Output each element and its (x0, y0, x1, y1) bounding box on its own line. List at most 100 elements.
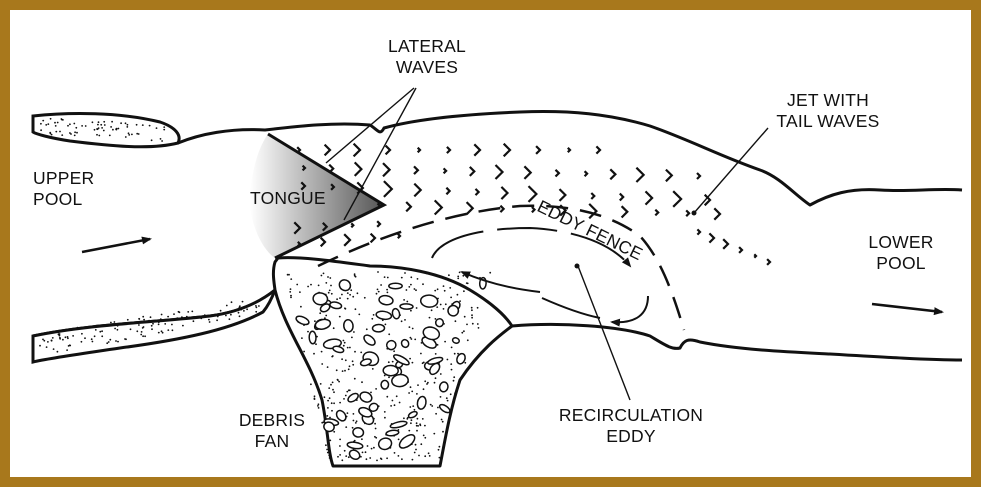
stipple-dot (414, 409, 416, 411)
stipple-dot (226, 305, 228, 307)
stipple-dot (330, 459, 332, 461)
wave-chevron (384, 181, 392, 197)
stipple-dot (384, 411, 386, 413)
stipple-dot (457, 294, 459, 296)
lower-pool-flow-arrow (872, 304, 942, 312)
stipple-dot (356, 420, 358, 422)
stipple-dot (462, 275, 464, 277)
stipple-dot (58, 333, 60, 335)
stipple-dot (423, 435, 425, 437)
stipple-dot (339, 445, 341, 447)
stipple-dot (417, 384, 419, 386)
stipple-dot (339, 439, 341, 441)
stipple-dot (181, 316, 183, 318)
stipple-dot (435, 413, 437, 415)
stipple-dot (142, 316, 144, 318)
stipple-dot (412, 459, 414, 461)
stipple-dot (149, 125, 151, 127)
stipple-dot (330, 285, 332, 287)
lateral-waves-line-2: WAVES (372, 57, 482, 78)
stipple-dot (398, 455, 400, 457)
stipple-dot (349, 347, 351, 349)
stipple-dot (424, 437, 426, 439)
stipple-dot (58, 332, 60, 334)
stipple-dot (329, 457, 331, 459)
stipple-dot (410, 276, 412, 278)
stipple-dot (108, 341, 110, 343)
stipple-dot (350, 289, 352, 291)
stipple-dot (128, 132, 130, 134)
stipple-dot (328, 292, 330, 294)
stipple-dot (431, 309, 433, 311)
stipple-dot (448, 274, 450, 276)
stipple-dot (163, 129, 165, 131)
stipple-dot (106, 342, 108, 344)
stipple-dot (318, 285, 320, 287)
stipple-dot (76, 132, 78, 134)
stipple-dot (94, 335, 96, 337)
wave-chevron (501, 187, 507, 199)
stipple-dot (409, 406, 411, 408)
stipple-dot (186, 316, 188, 318)
upper-pool-label: UPPER POOL (33, 168, 94, 210)
stipple-dot (98, 121, 100, 123)
stipple-dot (404, 272, 406, 274)
stipple-dot (152, 323, 154, 325)
stipple-dot (341, 358, 343, 360)
stipple-dot (191, 311, 193, 313)
stipple-dot (461, 332, 463, 334)
stipple-dot (463, 290, 465, 292)
stipple-dot (73, 123, 75, 125)
wave-chevron (536, 146, 540, 154)
stipple-dot (167, 329, 169, 331)
wave-chevron (398, 234, 400, 238)
stipple-dot (406, 301, 408, 303)
stipple-dot (353, 331, 355, 333)
stipple-dot (339, 297, 341, 299)
stipple-dot (138, 318, 140, 320)
stipple-dot (104, 124, 106, 126)
stipple-dot (55, 125, 57, 127)
stipple-dot (99, 331, 101, 333)
stipple-dot (332, 389, 334, 391)
stipple-dot (81, 333, 83, 335)
stipple-dot (95, 329, 97, 331)
stipple-dot (376, 460, 378, 462)
stipple-dot (424, 425, 426, 427)
stipple-dot (422, 362, 424, 364)
stipple-dot (43, 340, 45, 342)
stipple-dot (332, 382, 334, 384)
stipple-dot (243, 310, 245, 312)
stipple-dot (314, 395, 316, 397)
stipple-dot (344, 370, 346, 372)
stipple-dot (97, 124, 99, 126)
stipple-dot (141, 331, 143, 333)
stipple-dot (161, 140, 163, 142)
stipple-dot (329, 440, 331, 442)
stipple-dot (61, 118, 63, 120)
wave-chevron (446, 188, 449, 195)
stipple-dot (325, 444, 327, 446)
stipple-dot (160, 138, 162, 140)
stipple-dot (437, 288, 439, 290)
stipple-dot (42, 339, 44, 341)
stipple-dot (420, 443, 422, 445)
stipple-dot (47, 123, 49, 125)
stipple-dot (42, 120, 44, 122)
stipple-dot (173, 313, 175, 315)
wave-chevron (754, 254, 756, 257)
stipple-dot (66, 349, 68, 351)
stipple-dot (101, 127, 103, 129)
stipple-dot (331, 293, 333, 295)
stipple-dot (409, 326, 411, 328)
stipple-dot (182, 325, 184, 327)
wave-chevron (474, 144, 480, 155)
stipple-dot (443, 285, 445, 287)
wave-chevron (377, 221, 380, 227)
stipple-dot (347, 298, 349, 300)
stipple-dot (116, 129, 118, 131)
wave-chevron (697, 173, 700, 179)
stipple-dot (388, 376, 390, 378)
stipple-dot (337, 456, 339, 458)
wave-chevron (697, 229, 700, 234)
